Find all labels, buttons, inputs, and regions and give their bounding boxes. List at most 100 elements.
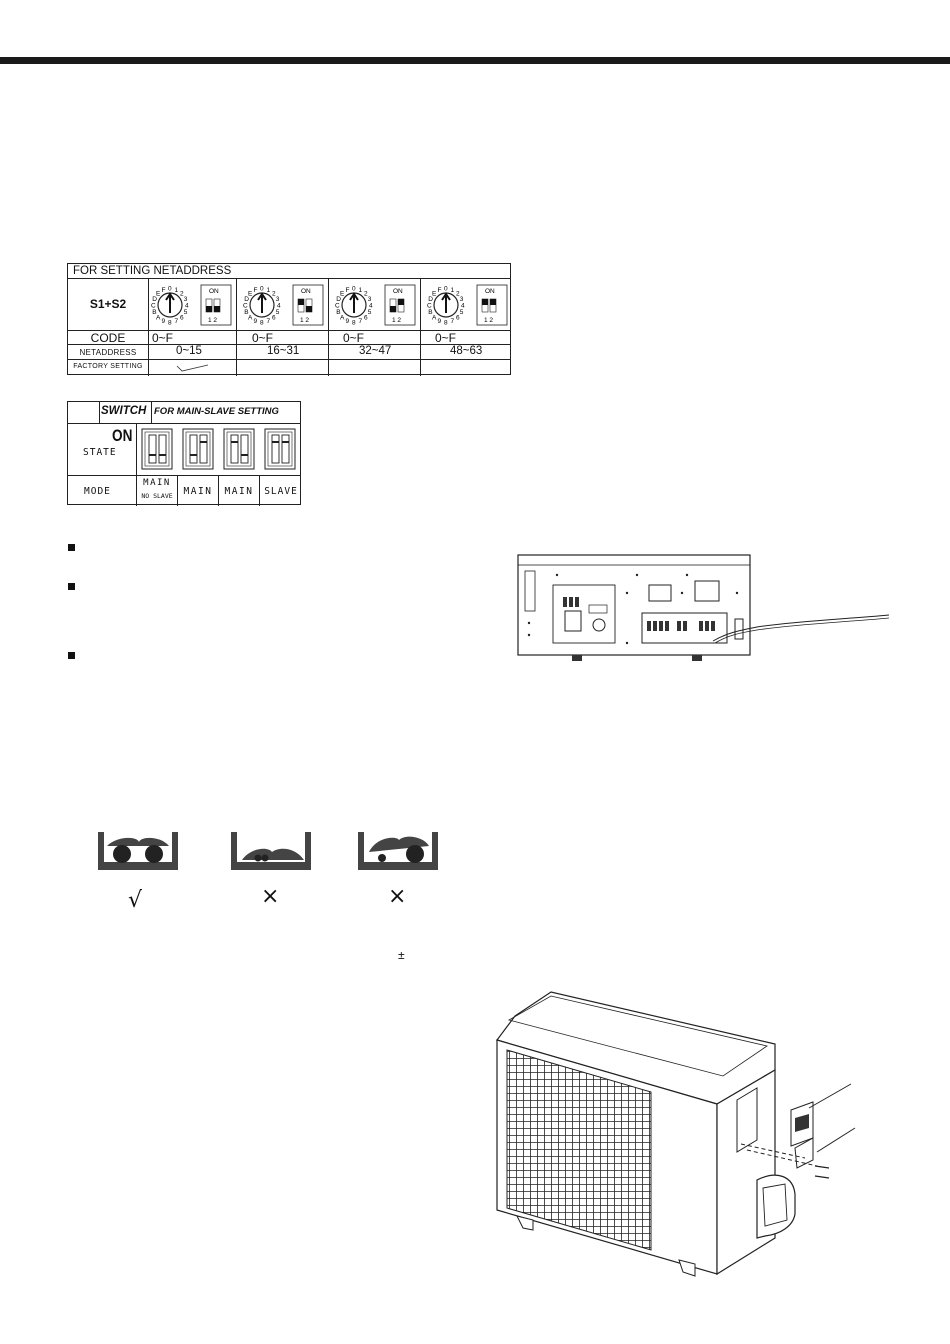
dip-switch-states-icon bbox=[141, 428, 296, 470]
dial-digit: 5 bbox=[460, 309, 464, 316]
check-icon: √ bbox=[128, 888, 143, 913]
dial-digit: 5 bbox=[184, 309, 188, 316]
dial-digit: C bbox=[427, 303, 432, 310]
dial-digit: B bbox=[152, 309, 156, 316]
mode-4: SLAVE bbox=[264, 486, 298, 497]
dial-digit: 3 bbox=[368, 296, 372, 303]
control-box-wiring-illustration bbox=[517, 554, 890, 661]
dial-digit: 7 bbox=[451, 318, 455, 325]
svg-text:1 2: 1 2 bbox=[484, 317, 493, 324]
dial-digit: 9 bbox=[438, 318, 442, 325]
dial-digit: 0 bbox=[260, 286, 264, 293]
dial-digit: 6 bbox=[180, 315, 184, 322]
netaddress-table: FOR SETTING NETADDRESS S1+S2 CODE NETADD… bbox=[67, 263, 511, 376]
netaddress-cell-1: 0~15 bbox=[176, 345, 202, 357]
dial-digit: D bbox=[244, 296, 249, 303]
dial-digit: C bbox=[151, 303, 156, 310]
dial-digit: D bbox=[336, 296, 341, 303]
dial-digit: 3 bbox=[460, 296, 464, 303]
dial-digit: 9 bbox=[162, 318, 166, 325]
bullet-1 bbox=[68, 544, 75, 551]
plus-minus-symbol: ± bbox=[398, 948, 405, 962]
dial-digit: 2 bbox=[180, 291, 184, 298]
svg-text:ON: ON bbox=[301, 288, 311, 295]
dial-digit: C bbox=[335, 303, 340, 310]
dial-digit: C bbox=[243, 303, 248, 310]
dial-digit: 2 bbox=[364, 291, 368, 298]
svg-text:ON: ON bbox=[393, 288, 403, 295]
svg-text:1 2: 1 2 bbox=[300, 317, 309, 324]
dial-digit: E bbox=[432, 291, 437, 298]
dial-digit: E bbox=[340, 291, 345, 298]
dial-digit: 6 bbox=[364, 315, 368, 322]
netaddress-cell-4: 48~63 bbox=[450, 345, 483, 357]
dial-digit: D bbox=[152, 296, 157, 303]
state-label: STATE bbox=[83, 447, 117, 458]
correct-placement-pictogram bbox=[98, 832, 178, 870]
dial-digit: A bbox=[340, 315, 345, 322]
mode-1: MAIN bbox=[143, 478, 171, 488]
mode-2: MAIN bbox=[183, 486, 213, 497]
dial-digit: B bbox=[336, 309, 340, 316]
dial-digit: 5 bbox=[368, 309, 372, 316]
dial-digit: 4 bbox=[461, 303, 465, 310]
dial-digit: 8 bbox=[168, 320, 172, 327]
dial-digit: 7 bbox=[175, 318, 179, 325]
cross-icon-2: × bbox=[388, 884, 407, 909]
dial-digit: 1 bbox=[175, 287, 179, 294]
main-slave-header: FOR MAIN-SLAVE SETTING bbox=[154, 406, 279, 417]
dial-digit: A bbox=[432, 315, 437, 322]
netaddress-table-header: FOR SETTING NETADDRESS bbox=[68, 264, 510, 279]
dial-digit: E bbox=[156, 291, 161, 298]
dial-digit: F bbox=[346, 287, 350, 294]
mode-label: MODE bbox=[84, 486, 111, 497]
code-cell-2: 0~F bbox=[252, 331, 274, 345]
dial-digit: 8 bbox=[352, 320, 356, 327]
dial-digit: 7 bbox=[359, 318, 363, 325]
svg-text:1 2: 1 2 bbox=[392, 317, 401, 324]
dial-digit: 9 bbox=[346, 318, 350, 325]
dial-digit: 4 bbox=[185, 303, 189, 310]
svg-text:ON: ON bbox=[209, 288, 219, 295]
dial-digit: F bbox=[162, 287, 166, 294]
code-cell-3: 0~F bbox=[343, 331, 365, 345]
dial-digit: A bbox=[248, 315, 253, 322]
bullet-3 bbox=[68, 652, 75, 659]
netaddress-label: NETADDRESS bbox=[79, 348, 137, 357]
dial-digit: 1 bbox=[451, 287, 455, 294]
svg-text:1 2: 1 2 bbox=[208, 317, 217, 324]
dial-digit: 7 bbox=[267, 318, 271, 325]
dial-digit: 0 bbox=[352, 286, 356, 293]
dial-digit: 0 bbox=[168, 286, 172, 293]
cross-icon-1: × bbox=[261, 884, 280, 909]
dial-digit: 3 bbox=[276, 296, 280, 303]
dial-digit: 1 bbox=[359, 287, 363, 294]
dial-digit: 2 bbox=[456, 291, 460, 298]
outdoor-unit-illustration bbox=[495, 991, 856, 1277]
dial-digit: 9 bbox=[254, 318, 258, 325]
dial-digit: 3 bbox=[184, 296, 188, 303]
dial-digit: B bbox=[244, 309, 248, 316]
mode-3: MAIN bbox=[224, 486, 254, 497]
dial-digit: 5 bbox=[276, 309, 280, 316]
dial-digit: E bbox=[248, 291, 253, 298]
netaddress-cell-3: 32~47 bbox=[359, 345, 392, 357]
dial-digit: F bbox=[438, 287, 442, 294]
code-cell-4: 0~F bbox=[435, 331, 457, 345]
dial-digit: B bbox=[428, 309, 432, 316]
dial-digit: F bbox=[254, 287, 258, 294]
factory-setting-check-icon bbox=[176, 364, 209, 372]
svg-text:ON: ON bbox=[485, 288, 495, 295]
bullet-2 bbox=[68, 583, 75, 590]
top-rule bbox=[0, 57, 950, 64]
dial-digit: 2 bbox=[272, 291, 276, 298]
switch-label: SWITCH bbox=[101, 405, 147, 417]
mode-1-sub: NO SLAVE bbox=[141, 492, 173, 500]
dial-digit: A bbox=[156, 315, 161, 322]
dial-digit: 4 bbox=[277, 303, 281, 310]
netaddress-cell-2: 16~31 bbox=[267, 345, 300, 357]
